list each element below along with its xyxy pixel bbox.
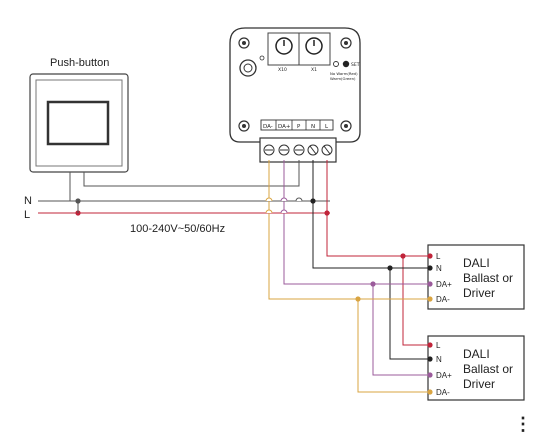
driver-title-line2: Ballast or bbox=[463, 362, 513, 376]
junction-dot bbox=[387, 265, 393, 271]
screw-icon bbox=[242, 124, 246, 128]
driver-terminal-n: N bbox=[436, 355, 442, 364]
junction-dot bbox=[400, 253, 406, 259]
more-icon[interactable]: ⋮ bbox=[514, 414, 532, 434]
push-button-inner-frame bbox=[35, 79, 123, 167]
driver-title-line1: DALI bbox=[463, 347, 490, 361]
junction-dot bbox=[310, 198, 316, 204]
p-wire bbox=[83, 160, 300, 187]
l-output-wire bbox=[326, 160, 435, 257]
controller-device: X10 X1 SET No Warm(Red) Warm(Green) DA- … bbox=[229, 27, 361, 163]
push-button-label: Push-button bbox=[50, 57, 109, 69]
wires bbox=[69, 160, 435, 393]
voltage-label: 100-240V~50/60Hz bbox=[130, 223, 225, 235]
terminal-label-da-plus: DA+ bbox=[278, 124, 291, 130]
da-minus-wire bbox=[268, 160, 435, 300]
driver-title-line2: Ballast or bbox=[463, 271, 513, 285]
screw-icon bbox=[340, 120, 352, 132]
push-button-rocker bbox=[46, 100, 110, 146]
n-output-wire bbox=[312, 160, 435, 269]
driver-terminal-n: N bbox=[436, 264, 442, 273]
driver-terminal-l: L bbox=[436, 341, 441, 350]
screw-icon bbox=[238, 120, 250, 132]
driver-box bbox=[427, 335, 525, 401]
driver-terminal-l: L bbox=[436, 252, 441, 261]
status-led-icon bbox=[333, 61, 339, 67]
set-label: SET bbox=[351, 62, 360, 68]
junction-dot bbox=[355, 296, 361, 302]
push-button-device: Push-button bbox=[29, 57, 129, 173]
screw-icon bbox=[238, 37, 250, 49]
terminal-label-strip bbox=[260, 119, 334, 131]
mains-n-label: N bbox=[24, 195, 32, 207]
driver-2: L N DA+ DA- DALI Ballast or Driver bbox=[427, 335, 525, 401]
driver-terminal-da-minus: DA- bbox=[436, 295, 450, 304]
terminal-label-da-minus: DA- bbox=[263, 124, 273, 130]
driver-box bbox=[427, 244, 525, 310]
driver-title-line3: Driver bbox=[463, 286, 495, 300]
driver-terminal-da-minus: DA- bbox=[436, 388, 450, 397]
mains-l-label: L bbox=[24, 209, 30, 221]
junction-dot bbox=[324, 210, 330, 216]
driver-title-line3: Driver bbox=[463, 377, 495, 391]
dial-x1-label: X1 bbox=[311, 67, 317, 73]
driver-1: L N DA+ DA- DALI Ballast or Driver bbox=[427, 244, 525, 310]
set-button[interactable] bbox=[342, 60, 350, 68]
da-plus-wire bbox=[283, 160, 435, 285]
driver-terminal-da-plus: DA+ bbox=[436, 371, 452, 380]
dial-x10-label: X10 bbox=[278, 67, 287, 73]
screw-icon bbox=[344, 124, 348, 128]
terminal-label-n: N bbox=[311, 124, 315, 130]
screw-icon bbox=[344, 41, 348, 45]
warn-label-1: No Warm(Red) bbox=[330, 71, 358, 76]
knob-icon[interactable] bbox=[239, 59, 257, 77]
warn-label-2: Warm(Green) bbox=[330, 76, 356, 81]
junction-dot bbox=[370, 281, 376, 287]
terminal-label-p: P bbox=[297, 124, 301, 130]
driver-terminal-da-plus: DA+ bbox=[436, 280, 452, 289]
screw-icon bbox=[340, 37, 352, 49]
terminal-label-l: L bbox=[325, 124, 329, 130]
driver-title-line1: DALI bbox=[463, 256, 490, 270]
screw-icon bbox=[242, 41, 246, 45]
